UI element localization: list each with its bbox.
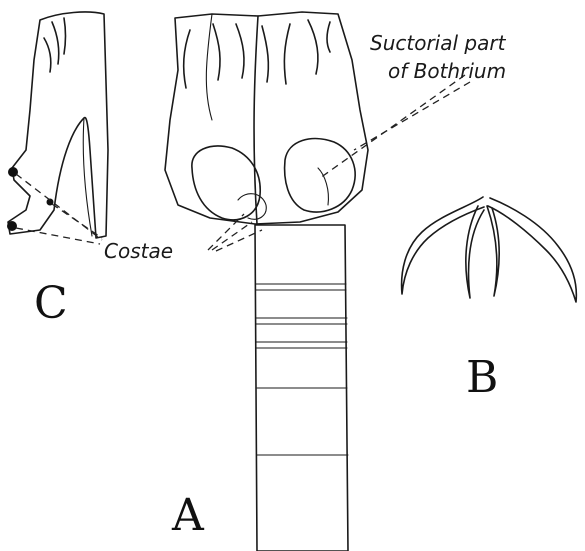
panel-letter-a: A: [171, 490, 205, 541]
panel-b-hook: [402, 197, 577, 302]
suctorial-label-line1: Suctorial part: [370, 31, 507, 55]
panel-c-bothrium: [7, 12, 108, 238]
suctorial-label-line2: of Bothrium: [388, 59, 506, 83]
strobila: [255, 225, 348, 551]
costae-label: Costae: [104, 239, 173, 263]
panel-a-specimen: [165, 12, 368, 551]
panel-letter-c: C: [34, 278, 68, 329]
scolex: [165, 12, 368, 224]
panel-letter-b: B: [466, 352, 498, 403]
costa-dot-upper: [8, 167, 18, 177]
costa-dot-lower: [7, 221, 17, 231]
